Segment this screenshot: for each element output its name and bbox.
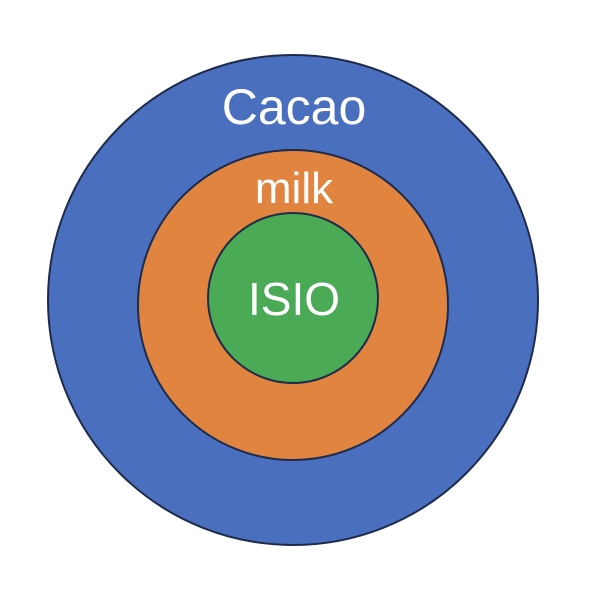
outer-circle-label: Cacao [222, 79, 367, 135]
outer-circle-border [47, 54, 539, 546]
inner-circle [208, 213, 378, 383]
middle-circle-border [137, 149, 449, 461]
inner-circle-border [207, 212, 379, 384]
inner-circle-label: ISIO [248, 273, 340, 325]
middle-circle-label: milk [255, 164, 334, 213]
